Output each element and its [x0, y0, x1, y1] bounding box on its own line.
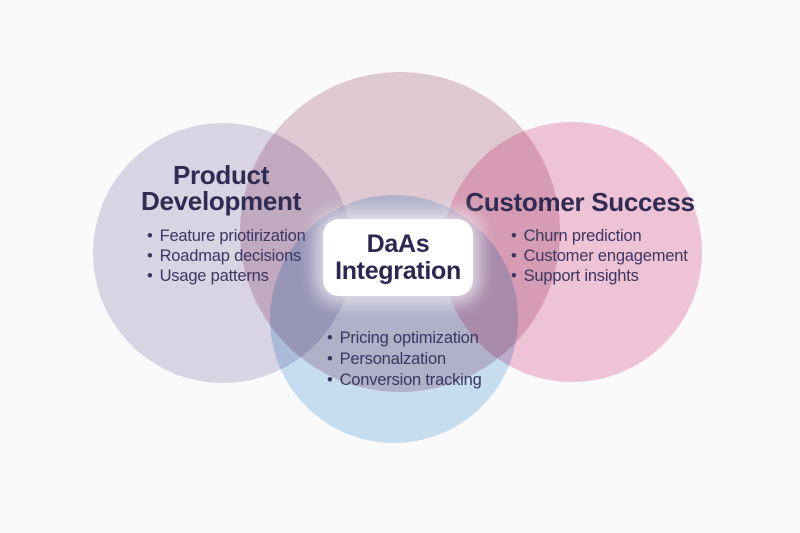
- product-development-title: Product Development: [141, 160, 301, 216]
- center-box-title-line1: DaAs: [366, 229, 430, 258]
- list-item-label: Feature priotirization: [159, 227, 306, 245]
- customer-success-list: • Churn prediction • Customer engagement…: [511, 226, 688, 286]
- list-item: • Usage patterns: [147, 266, 306, 286]
- list-item: • Feature priotirization: [147, 226, 306, 246]
- list-item: • Support insights: [511, 266, 688, 286]
- bullet-icon: •: [147, 247, 153, 265]
- shared-insights-section: • Pricing optimization • Personalzation …: [327, 328, 482, 391]
- list-item: • Conversion tracking: [327, 370, 482, 391]
- bullet-icon: •: [511, 247, 517, 265]
- list-item: • Roadmap decisions: [147, 246, 306, 266]
- shared-insights-list: • Pricing optimization • Personalzation …: [327, 328, 482, 391]
- bullet-icon: •: [327, 329, 333, 347]
- bullet-icon: •: [511, 227, 517, 245]
- center-box-title-line2: Integration: [335, 256, 461, 285]
- bullet-icon: •: [327, 371, 333, 389]
- daas-integration-box: DaAs Integration: [323, 219, 473, 296]
- bullet-icon: •: [147, 267, 153, 285]
- list-item: • Customer engagement: [511, 246, 688, 266]
- bullet-icon: •: [327, 350, 333, 368]
- product-development-section: Product Development • Feature priotiriza…: [110, 160, 332, 285]
- list-item-label: Usage patterns: [159, 267, 269, 285]
- customer-success-title: Customer Success: [465, 187, 695, 217]
- list-item-label: Support insights: [523, 267, 639, 285]
- list-item-label: Churn prediction: [523, 227, 642, 245]
- list-item-label: Conversion tracking: [339, 371, 482, 389]
- customer-success-section: Customer Success • Churn prediction • Cu…: [455, 187, 705, 285]
- list-item: • Churn prediction: [511, 226, 688, 246]
- product-development-list: • Feature priotirization • Roadmap decis…: [147, 226, 306, 286]
- list-item: • Pricing optimization: [327, 328, 482, 349]
- list-item-label: Customer engagement: [523, 247, 688, 265]
- list-item-label: Roadmap decisions: [159, 247, 302, 265]
- list-item: • Personalzation: [327, 349, 482, 370]
- bullet-icon: •: [511, 267, 517, 285]
- bullet-icon: •: [147, 227, 153, 245]
- list-item-label: Pricing optimization: [339, 329, 479, 347]
- list-item-label: Personalzation: [339, 350, 447, 368]
